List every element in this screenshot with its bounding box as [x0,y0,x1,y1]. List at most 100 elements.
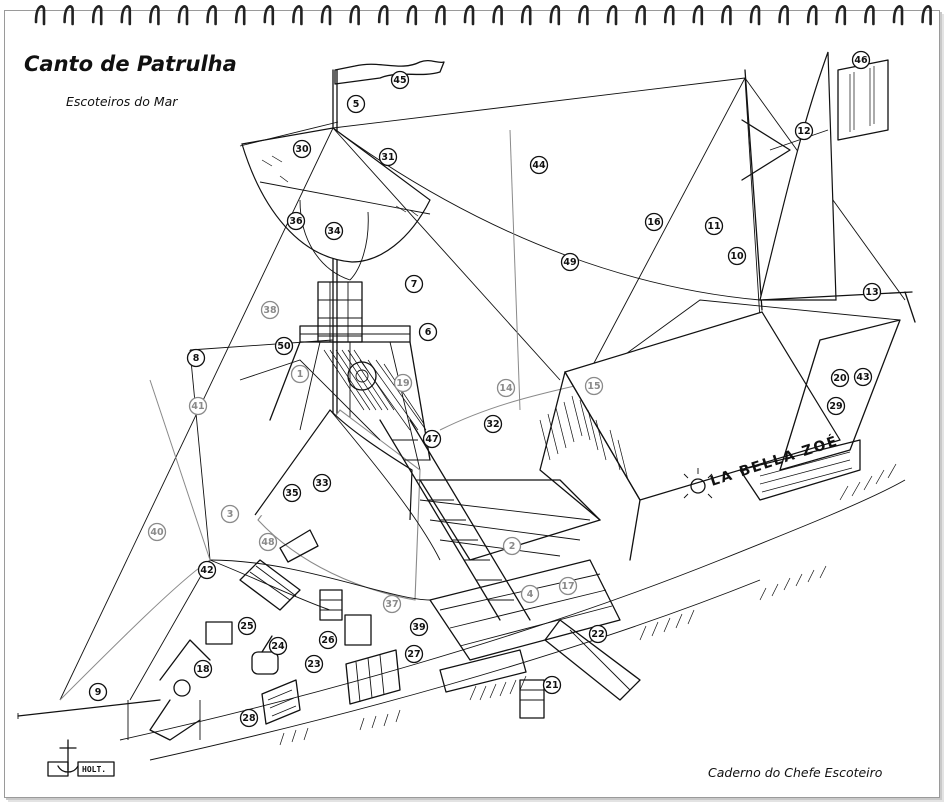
figure-left [127,639,211,741]
callout-marker: 17 [558,576,578,596]
callout-marker: 46 [851,50,871,70]
callout-number: 38 [263,305,277,316]
callout-marker: 33 [312,473,332,493]
spiral-ring [120,5,132,26]
callout-marker: 25 [237,616,257,636]
callout-number: 44 [532,160,546,171]
spiral-ring [177,5,189,26]
spiral-ring [91,5,103,26]
spiral-ring [292,5,303,26]
camp-items [205,529,545,725]
callout-marker: 45 [390,70,410,90]
spiral-ring [921,5,932,26]
callout-number: 42 [200,565,213,576]
callout-number: 19 [396,378,409,389]
callout-marker: 4 [520,584,540,604]
callout-number: 48 [261,537,275,548]
callout-marker: 40 [147,522,167,542]
callout-number: 15 [587,381,600,392]
callout-number: 28 [242,713,256,724]
callout-number: 22 [591,629,604,640]
spiral-ring [606,5,618,26]
callout-number: 35 [285,488,298,499]
callout-marker: 19 [393,373,413,393]
spiral-ring [406,5,418,26]
callout-number: 2 [509,541,516,552]
callout-marker: 5 [346,94,366,114]
page-subtitle: Escoteiros do Mar [66,94,178,109]
spiral-binding [34,5,932,26]
callout-number: 20 [833,373,847,384]
spiral-ring [692,5,704,26]
callout-number: 24 [271,641,285,652]
callout-number: 13 [865,287,878,298]
callout-number: 4 [527,589,534,600]
callout-number: 36 [289,216,303,227]
callout-number: 9 [95,687,102,698]
spiral-ring [806,5,818,26]
callout-marker: 28 [239,708,259,728]
callout-number: 34 [327,226,341,237]
callout-marker: 20 [830,368,850,388]
spiral-ring [320,5,332,26]
callout-number: 21 [545,680,558,691]
callout-number: 8 [193,353,200,364]
spiral-ring [749,5,761,26]
callout-number: 37 [385,599,398,610]
spiral-ring [34,5,46,26]
spiral-ring [663,5,675,26]
callout-number: 41 [191,401,204,412]
callout-marker: 42 [197,560,217,580]
callout-marker: 8 [186,348,206,368]
spiral-ring [578,5,589,26]
callout-marker: 21 [542,675,562,695]
footer-caption: Caderno do Chefe Escoteiro [708,765,883,780]
callout-number: 18 [196,664,210,675]
spiral-ring [377,5,389,26]
callout-number: 7 [411,279,418,290]
spiral-ring [635,5,646,26]
callout-marker: 47 [422,429,442,449]
callout-number: 30 [295,144,309,155]
callout-number: 6 [425,327,432,338]
callout-number: 12 [797,126,810,137]
signature-stamp: HOLT. [47,739,115,777]
callout-marker: 34 [324,221,344,241]
callout-marker: 15 [584,376,604,396]
callout-number: 31 [381,152,394,163]
spiral-ring [234,5,246,26]
ship-hull-tent: LA BELLA ZOÉ [539,311,841,561]
spiral-ring [463,5,475,26]
callout-marker: 23 [304,654,324,674]
callout-marker: 31 [378,147,398,167]
callout-marker: 13 [862,282,882,302]
callout-number: 27 [407,649,420,660]
callout-number: 40 [150,527,164,538]
callout-marker: 43 [853,367,873,387]
spiral-ring [263,5,275,26]
prow [739,291,916,501]
callout-marker: 32 [483,414,503,434]
top-sail [239,121,431,281]
callout-number: 25 [240,621,253,632]
callout-number: 46 [854,55,868,66]
callout-marker: 12 [794,121,814,141]
spiral-ring [835,5,847,26]
spiral-ring [349,5,360,26]
spiral-ring [435,5,446,26]
callout-marker: 24 [268,636,288,656]
spiral-ring [520,5,532,26]
callout-marker: 11 [704,216,724,236]
callout-number: 39 [412,622,425,633]
callout-marker: 2 [502,536,522,556]
spiral-ring [721,5,732,26]
callout-marker: 44 [529,155,549,175]
callout-marker: 36 [286,211,306,231]
callout-number: 45 [393,75,406,86]
callout-marker: 6 [418,322,438,342]
spiral-rings [34,5,932,26]
callout-number: 50 [277,341,291,352]
artist-signature: HOLT. [82,765,106,774]
callout-marker: 1 [290,364,310,384]
